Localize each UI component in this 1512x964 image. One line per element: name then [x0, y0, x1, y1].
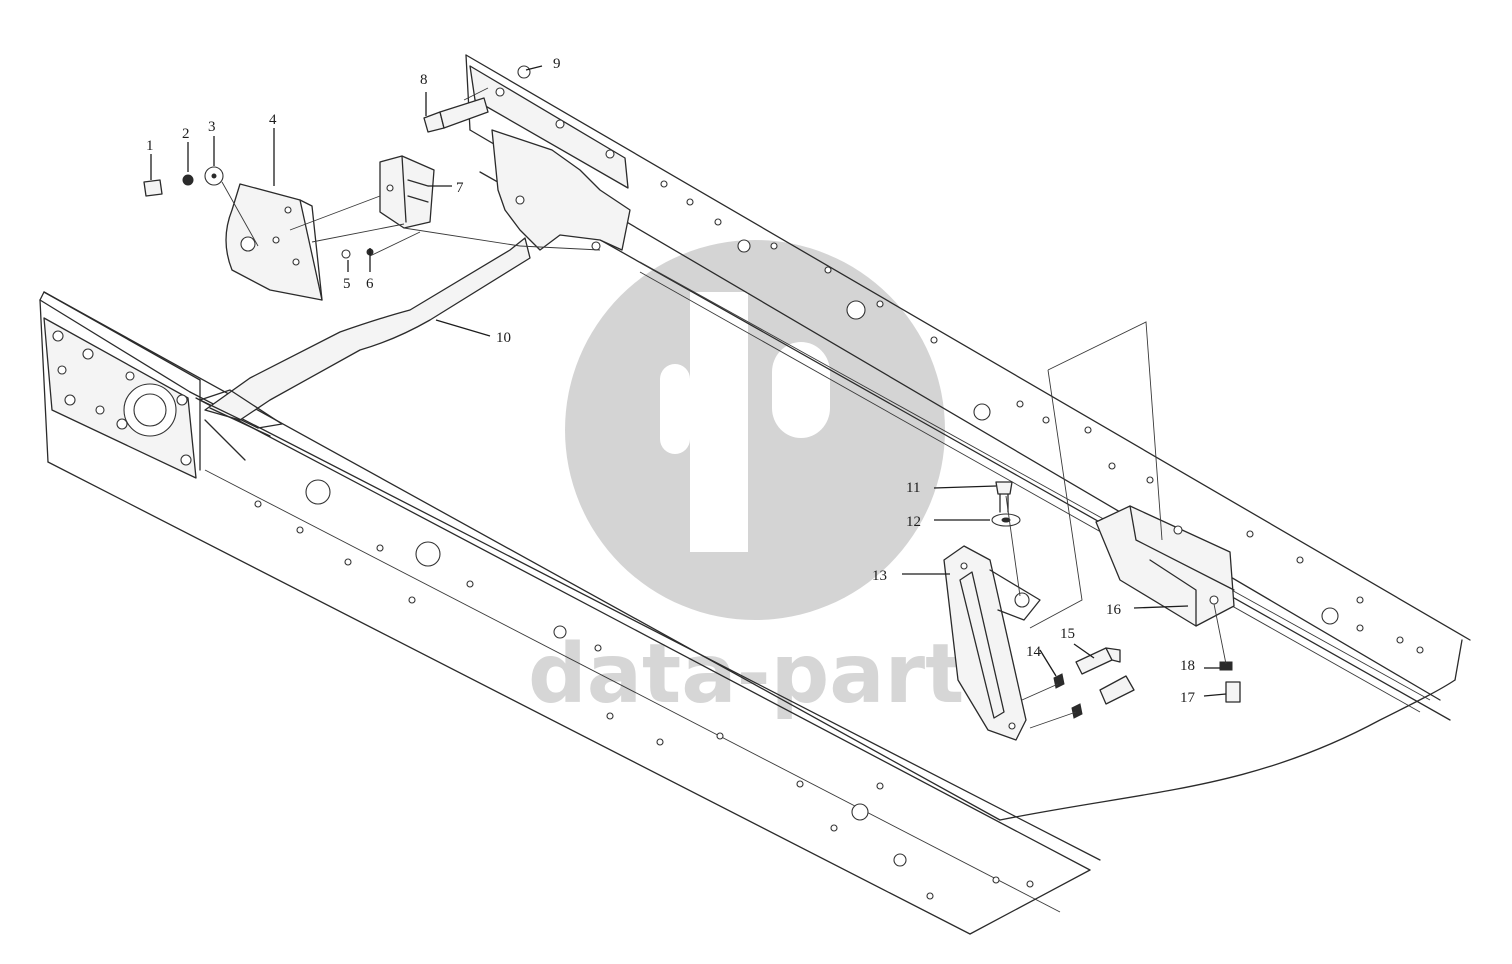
callout-17: 17	[1180, 690, 1196, 706]
callout-2: 2	[182, 126, 190, 142]
callout-leaders	[150, 65, 1227, 697]
callout-7: 7	[456, 180, 464, 196]
right-end-plate	[469, 65, 631, 251]
lower-rail-holes	[254, 479, 1034, 900]
bracket-part-13	[943, 545, 1041, 741]
callout-9: 9	[553, 56, 561, 72]
frame-rail-upper	[465, 54, 1471, 721]
mount-part-16	[1095, 505, 1241, 703]
callout-18: 18	[1180, 658, 1195, 674]
callout-14: 14	[1026, 644, 1042, 660]
upper-rail-holes	[660, 180, 1424, 654]
callout-6: 6	[366, 276, 374, 292]
callout-16: 16	[1106, 602, 1122, 618]
fasteners-upper	[143, 65, 531, 259]
watermark-text: data-parts	[528, 627, 1013, 722]
callout-8: 8	[420, 72, 428, 88]
callout-12: 12	[906, 514, 921, 530]
frame-rail-lower	[39, 291, 1463, 935]
assembly-guide-lines	[221, 87, 1227, 729]
callout-10: 10	[496, 330, 511, 346]
callout-11: 11	[906, 480, 920, 496]
watermark: data-parts	[528, 240, 1013, 722]
callout-3: 3	[208, 119, 216, 135]
callout-15: 15	[1060, 626, 1075, 642]
callout-labels: 1 2 3 4 5 6 7 8 9 10 11 12 13 14 15 16 1…	[146, 56, 1196, 706]
engine-mount-part-7	[379, 155, 435, 229]
left-end-plate	[43, 317, 197, 479]
bracket-part-4	[225, 183, 323, 301]
callout-4: 4	[269, 112, 277, 128]
callout-1: 1	[146, 138, 154, 154]
callout-5: 5	[343, 276, 351, 292]
callout-13: 13	[872, 568, 887, 584]
dp-logo-icon	[565, 240, 945, 620]
cross-member-tube	[199, 237, 531, 461]
